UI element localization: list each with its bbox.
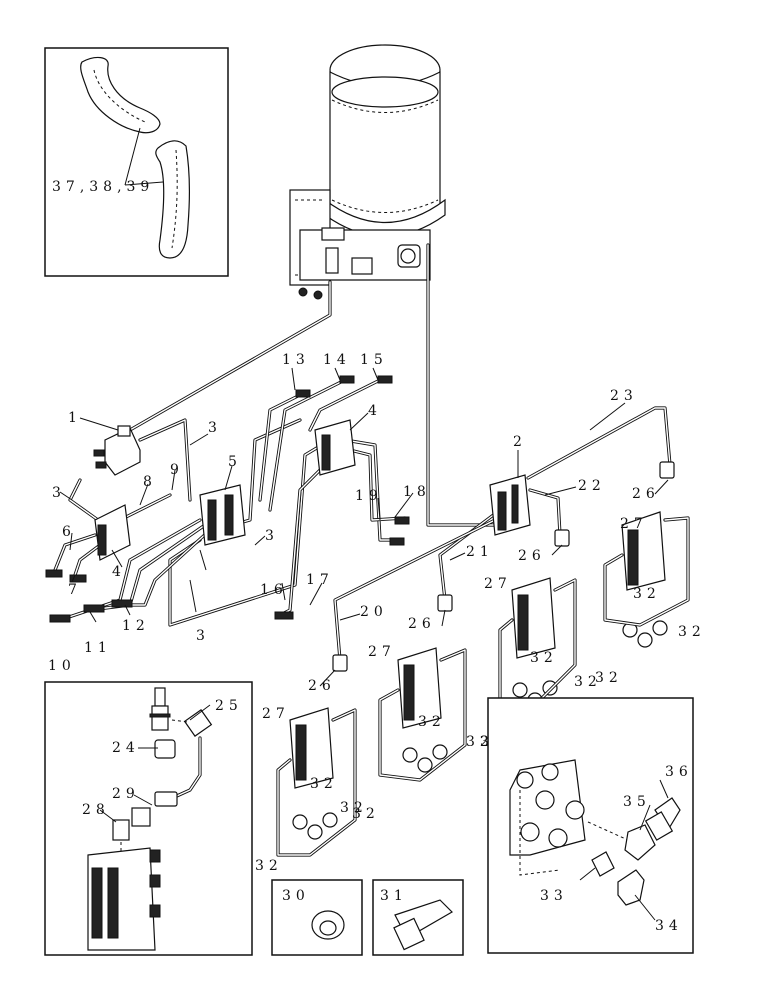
- callout-21: 21: [466, 544, 494, 560]
- callout-24: 24: [112, 740, 140, 756]
- pipe-network: [53, 243, 672, 662]
- callout-9: 9: [170, 462, 184, 478]
- inset-fittings: 25 24 29 28: [44, 681, 253, 956]
- callout-32: 32: [678, 624, 706, 640]
- callout-30: 30: [282, 888, 310, 904]
- callout-4: 4: [368, 403, 382, 419]
- callout-19: 19: [355, 488, 383, 504]
- callout-3: 3: [265, 528, 279, 544]
- callout-32: 32: [255, 858, 283, 874]
- callout-32: 32: [418, 714, 446, 730]
- callout-26: 26: [518, 548, 546, 564]
- callout-3: 3: [196, 628, 210, 644]
- callout-18: 18: [403, 484, 431, 500]
- callout-33: 33: [540, 888, 568, 904]
- callout-35: 35: [623, 794, 651, 810]
- inset-hoses: 37,38,39: [44, 47, 229, 277]
- callout-13: 13: [282, 352, 310, 368]
- reservoir-tank: [289, 44, 446, 300]
- callout-22: 22: [578, 478, 606, 494]
- callout-27: 27: [368, 644, 396, 660]
- callout-labels: 1 2 3 3 3 3 4 4 5 6 7 8 9 10 11 12 13 14…: [48, 352, 706, 874]
- inset-part-30: 30: [271, 879, 363, 956]
- callout-3: 3: [208, 420, 222, 436]
- callout-14: 14: [323, 352, 351, 368]
- callout-6: 6: [62, 524, 76, 540]
- callout-20: 20: [360, 604, 388, 620]
- callout-11: 11: [84, 640, 112, 656]
- callout-32: 32: [595, 670, 623, 686]
- callout-16: 16: [260, 582, 288, 598]
- callout-27: 27: [262, 706, 290, 722]
- callout-15: 15: [360, 352, 388, 368]
- leader-lines: [59, 367, 669, 687]
- distributor-blocks: [45, 375, 690, 857]
- callout-29: 29: [112, 786, 140, 802]
- inset-fittings-right: 36 35 33 34: [487, 697, 694, 954]
- callout-2: 2: [513, 434, 527, 450]
- callout-32: 32: [530, 650, 558, 666]
- callout-23: 23: [610, 388, 638, 404]
- callout-34: 34: [655, 918, 683, 934]
- callout-26: 26: [408, 616, 436, 632]
- callout-1: 1: [68, 410, 82, 426]
- callout-12: 12: [122, 618, 150, 634]
- callout-32: 32: [466, 734, 494, 750]
- callout-5: 5: [228, 454, 242, 470]
- callout-8: 8: [143, 474, 157, 490]
- callout-32: 32: [340, 800, 368, 816]
- inset-hoses-frame: [44, 47, 229, 277]
- callout-25: 25: [215, 698, 243, 714]
- callout-32: 32: [310, 776, 338, 792]
- callout-37: 37,38,39: [52, 179, 154, 195]
- callout-17: 17: [306, 572, 334, 588]
- hose-upper: [80, 56, 161, 134]
- callout-26: 26: [632, 486, 660, 502]
- callout-32: 32: [633, 586, 661, 602]
- inset-part-31: 31: [372, 879, 464, 956]
- callout-4: 4: [112, 564, 126, 580]
- callout-27: 27: [484, 576, 512, 592]
- callout-36: 36: [665, 764, 693, 780]
- callout-7: 7: [68, 582, 82, 598]
- callout-10: 10: [48, 658, 76, 674]
- callout-26: 26: [308, 678, 336, 694]
- callout-31: 31: [380, 888, 408, 904]
- callout-27: 27: [620, 516, 648, 532]
- callout-28: 28: [82, 802, 110, 818]
- callout-32: 32: [574, 674, 602, 690]
- callout-32: 32: [352, 806, 380, 822]
- callout-3: 3: [52, 485, 66, 501]
- hose-lower: [155, 140, 190, 259]
